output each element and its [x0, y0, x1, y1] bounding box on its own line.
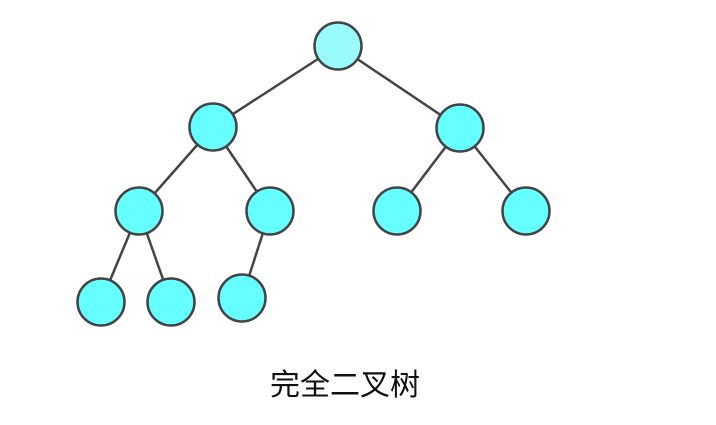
- tree-node: [372, 186, 422, 236]
- tree-node: [245, 186, 295, 236]
- tree-edge: [212, 44, 339, 129]
- tree-node: [76, 277, 126, 327]
- tree-node: [435, 103, 485, 153]
- tree-node: [501, 186, 551, 236]
- tree-node: [114, 186, 164, 236]
- tree-root-node: [313, 21, 363, 71]
- diagram-caption: 完全二叉树: [270, 368, 420, 403]
- tree-node: [217, 273, 267, 323]
- tree-node: [188, 102, 238, 152]
- tree-node: [146, 277, 196, 327]
